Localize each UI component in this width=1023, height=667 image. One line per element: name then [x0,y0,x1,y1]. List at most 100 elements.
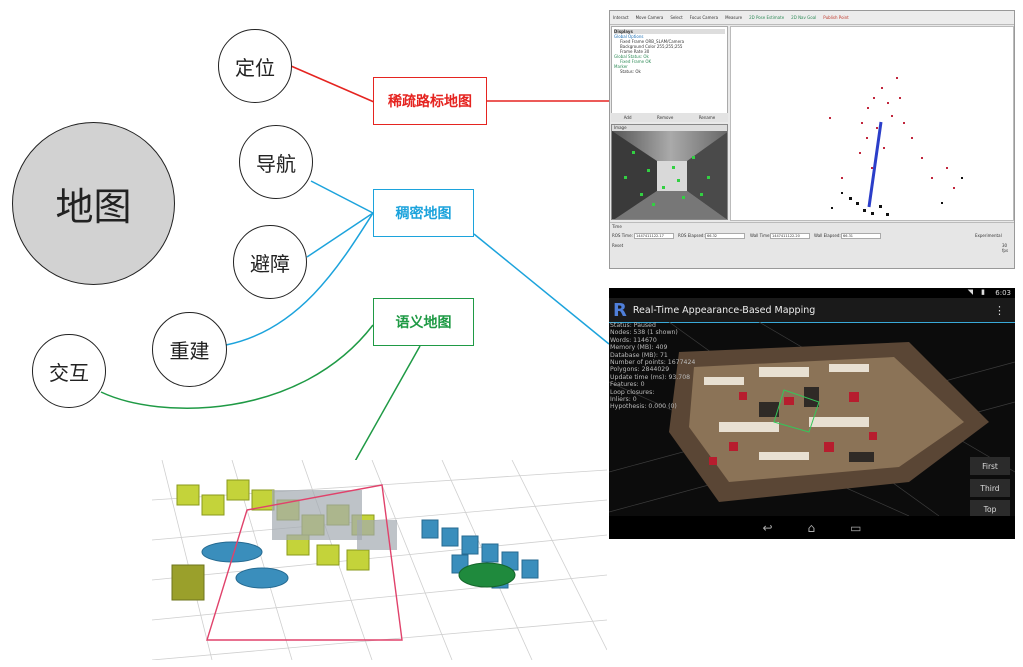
semantic-map-image [152,460,607,660]
rtabmap-title-bar: R Real-Time Appearance-Based Mapping ⋮ [609,298,1015,323]
sparse-point-cloud [829,77,963,216]
stat-line: Number of points: 1677424 [610,359,696,367]
image-panel-title: Image [612,125,727,131]
stat-line: Nodes: 538 (1 shown) [610,329,678,337]
camera-image [612,131,727,219]
node-navigation-label: 导航 [256,151,296,176]
semantic-scene [152,460,607,660]
rviz-screenshot: Interact Move Camera Select Focus Camera… [609,10,1015,269]
tool-select[interactable]: Select [670,15,683,20]
map-center-label: 地图 [55,185,132,229]
experimental-checkbox[interactable]: Experimental [975,233,1002,238]
rviz-3d-view[interactable] [730,26,1014,221]
dense-3d-reconstruction[interactable] [609,322,1015,516]
rviz-toolbar: Interact Move Camera Select Focus Camera… [610,11,1014,25]
node-obstacle-avoidance: 避障 [233,225,307,299]
recents-icon[interactable]: ▭ [850,520,862,535]
add-button[interactable]: Add [623,115,632,120]
rviz-display-buttons: Add Remove Rename [611,113,728,122]
connector-avoidance-dense [306,212,374,258]
rtabmap-logo-icon: R [613,299,627,321]
display-row[interactable]: Global Status: Ok [614,54,649,59]
overflow-menu-icon[interactable]: ⋮ [994,303,1005,317]
stat-line: Inliers: 0 [610,396,637,404]
box-semantic-label: 语义地图 [395,315,452,331]
node-interaction-label: 交互 [49,360,89,385]
wall-elapsed-field[interactable]: 66.31 [841,233,881,239]
node-localization: 定位 [218,29,292,103]
box-sparse-label: 稀疏路标地图 [388,94,472,110]
tool-move-camera[interactable]: Move Camera [635,15,664,20]
view-first-button[interactable]: First [970,457,1010,475]
connector-interaction-semantic [100,324,374,409]
tool-interact[interactable]: Interact [613,15,629,20]
node-reconstruction: 重建 [152,312,227,387]
stat-line: Hypothesis: 0.000 (0) [610,403,677,411]
time-panel-title: Time [612,224,622,229]
box-semantic-map: 语义地图 [373,298,474,346]
wall-time-field[interactable]: 1447411122.20 [770,233,810,239]
ros-elapsed-field[interactable]: 66.32 [705,233,745,239]
fps-label: 30 fps [1002,243,1009,253]
tool-publish-point[interactable]: Publish Point [823,15,849,20]
wall-time-label: Wall Time: [750,233,771,238]
stat-line: Update time (ms): 93.708 [610,373,691,381]
box-dense-map: 稠密地图 [373,189,474,237]
display-row[interactable]: Status: Ok [620,69,641,74]
rename-button[interactable]: Rename [698,115,716,120]
rtabmap-title: Real-Time Appearance-Based Mapping [632,304,816,316]
stat-line: Status: Paused [610,322,656,329]
tool-2d-pose-estimate[interactable]: 2D Pose Estimate [749,15,785,20]
display-row[interactable]: Marker [614,64,628,69]
view-top-button[interactable]: Top [970,500,1010,518]
wifi-icon: ◥ [967,288,973,296]
stat-line: Loop closures: [610,388,655,396]
node-obstacle-avoidance-label: 避障 [250,251,290,276]
stat-line: Words: 114670 [610,336,657,344]
node-reconstruction-label: 重建 [169,339,210,363]
android-nav-bar: ↩ ⌂ ▭ [609,516,1015,539]
display-row[interactable]: Fixed Frame ORB_SLAM/Camera [620,39,685,44]
rtabmap-stats: Status: Paused Nodes: 538 (1 shown) Word… [610,322,695,411]
stat-line: Database (MB): 71 [610,351,668,359]
tool-measure[interactable]: Measure [725,15,743,20]
rviz-time-panel: Time ROS Time: 1447411122.17 ROS Elapsed… [610,222,1014,268]
box-dense-label: 稠密地图 [395,206,452,222]
ros-elapsed-label: ROS Elapsed: [678,233,705,238]
box-sparse-landmark-map: 稀疏路标地图 [373,77,487,125]
home-icon[interactable]: ⌂ [807,520,816,535]
display-row[interactable]: Fixed Frame OK [620,59,652,64]
status-clock: 6:03 [995,289,1011,297]
wall-elapsed-label: Wall Elapsed: [814,233,841,238]
display-row[interactable]: Frame Rate 30 [620,49,650,54]
node-localization-label: 定位 [235,55,275,80]
connector-reconstruction-dense [225,212,374,346]
node-navigation: 导航 [239,125,313,199]
stat-line: Memory (MB): 409 [610,344,668,352]
node-interaction: 交互 [32,334,106,408]
ros-time-field[interactable]: 1447411122.17 [634,233,674,239]
rtabmap-screenshot: 6:03 ▮ ◥ R Real-Time Appearance-Based Ma… [609,288,1015,539]
ros-time-label: ROS Time: [612,233,633,238]
display-row[interactable]: Global Options [614,34,644,39]
connector-dense-rtabmap [473,233,610,345]
stat-line: Polygons: 2844029 [610,366,670,374]
reset-button[interactable]: Reset [612,243,624,248]
back-icon[interactable]: ↩ [762,520,773,535]
battery-icon: ▮ [981,288,985,296]
view-third-button[interactable]: Third [970,479,1010,497]
connector-semantic-image [353,345,421,464]
displays-title: Displays [614,29,725,34]
remove-button[interactable]: Remove [657,115,674,120]
display-row[interactable]: Background Color 255;255;255 [620,44,683,49]
connector-localization-sparse [290,65,375,103]
connector-navigation-dense [310,180,374,214]
tool-2d-nav-goal[interactable]: 2D Nav Goal [791,15,817,20]
android-status-bar: 6:03 ▮ ◥ [609,288,1015,298]
stat-line: Features: 0 [610,381,645,389]
rviz-displays-panel: Displays Global Options Fixed Frame ORB_… [611,26,728,121]
map-center-node: 地图 [12,122,175,285]
tool-focus-camera[interactable]: Focus Camera [689,15,719,20]
rviz-image-panel: Image [611,124,728,220]
